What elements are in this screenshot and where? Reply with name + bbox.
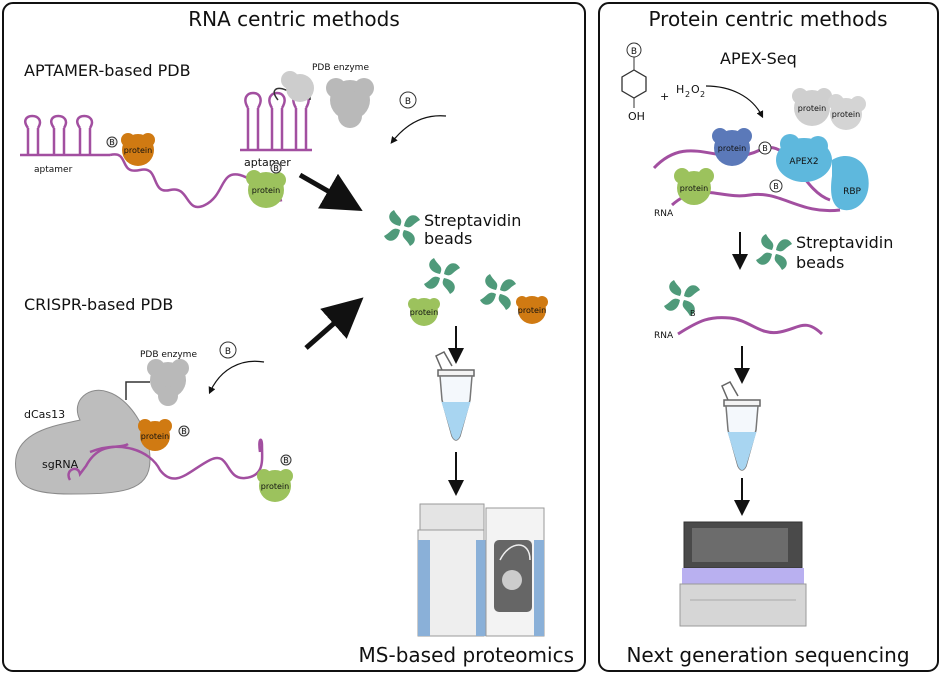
arrow-biotin-to-enzyme <box>390 115 447 144</box>
svg-text:B: B <box>283 456 289 465</box>
sgrna-label: sgRNA <box>42 458 79 471</box>
pdb-enzyme-crispr <box>125 359 189 406</box>
rna-label-captured: RNA <box>654 331 674 341</box>
svg-text:protein: protein <box>252 186 280 195</box>
biotin-small: B <box>690 309 696 318</box>
biotin-tag: B <box>758 141 772 155</box>
protein-green-apex: protein <box>674 168 714 205</box>
biotin-phenol-icon: B <box>621 42 647 108</box>
svg-text:B: B <box>109 138 115 147</box>
protein-green-crispr: protein <box>257 469 293 502</box>
beads-label-right-1: Streptavidin <box>796 233 893 252</box>
biotin-tag: B <box>280 454 292 466</box>
arrow-reagents <box>705 85 764 119</box>
biotin-free: B <box>399 91 417 109</box>
left-panel-title: RNA centric methods <box>188 7 400 31</box>
beads-label-line1: Streptavidin <box>424 211 521 230</box>
dcas13-label: dCas13 <box>24 408 65 421</box>
streptavidin-beads-icon <box>384 210 420 246</box>
crispr-rna-strand <box>89 438 264 480</box>
protein-orange-bound: protein <box>516 296 548 324</box>
reagent-sub-2: 2 <box>700 90 705 99</box>
biotin-tag: B <box>769 179 783 193</box>
pdb-enzyme-label-crispr: PDB enzyme <box>140 350 197 360</box>
biotin-tag: B <box>178 425 190 437</box>
svg-text:protein: protein <box>261 482 289 491</box>
svg-text:APEX2: APEX2 <box>789 157 818 167</box>
beads-label-right-2: beads <box>796 253 844 272</box>
biotin-tag: B <box>106 136 118 148</box>
beads-label-line2: beads <box>424 229 472 248</box>
tube-icon-right <box>721 381 761 471</box>
svg-text:B: B <box>773 182 779 191</box>
svg-text:B: B <box>405 97 411 107</box>
svg-text:protein: protein <box>718 144 746 153</box>
svg-text:RBP: RBP <box>843 187 861 197</box>
protein-orange-crispr: protein <box>138 419 172 451</box>
arrow-aptamer-to-beads <box>298 172 363 211</box>
biotin-free-crispr: B <box>219 341 237 359</box>
right-panel-title: Protein centric methods <box>648 7 887 31</box>
svg-text:protein: protein <box>141 432 169 441</box>
svg-text:protein: protein <box>680 184 708 193</box>
reagent-h: H <box>676 83 684 96</box>
gray-protein-cluster: protein protein <box>792 88 866 130</box>
right-panel-frame <box>598 2 939 672</box>
apex-seq-label: APEX-Seq <box>720 49 797 68</box>
aptamer-rna-left <box>20 91 312 209</box>
rbp-icon: RBP <box>831 155 869 211</box>
aptamer-section-title: APTAMER-based PDB <box>24 61 191 80</box>
oh-label: OH <box>628 110 645 123</box>
svg-text:B: B <box>181 427 187 436</box>
reagent-sub-1: 2 <box>685 90 690 99</box>
svg-text:protein: protein <box>798 104 826 113</box>
protein-green-aptamer: protein <box>246 170 286 208</box>
ms-output-label: MS-based proteomics <box>359 643 574 667</box>
reagent-o: O <box>691 83 700 96</box>
svg-text:B: B <box>762 144 768 153</box>
left-panel-frame <box>2 2 586 672</box>
streptavidin-bead-bound <box>424 258 460 294</box>
svg-text:protein: protein <box>518 306 546 315</box>
pdb-enzyme-label: PDB enzyme <box>312 63 369 73</box>
ngs-output-label: Next generation sequencing <box>626 643 909 667</box>
crispr-section-title: CRISPR-based PDB <box>24 295 173 314</box>
tube-icon <box>435 351 475 441</box>
protein-green-bound: protein <box>408 298 440 326</box>
arrow-biotin-to-enzyme-crispr <box>208 360 265 395</box>
protein-orange-aptamer: protein <box>121 133 155 166</box>
svg-text:B: B <box>273 164 279 173</box>
mass-spectrometer-icon <box>417 503 545 637</box>
protein-label: protein <box>124 146 152 155</box>
svg-text:protein: protein <box>832 110 860 119</box>
apex2-icon: APEX2 <box>776 134 832 182</box>
dcas13 <box>15 389 151 495</box>
rna-strand-captured <box>677 316 824 336</box>
reagent-plus: + <box>660 90 669 103</box>
pdb-enzyme-aptamer <box>273 71 374 128</box>
aptamer-label-left: aptamer <box>34 165 73 175</box>
biotin-tag: B <box>270 162 282 174</box>
svg-text:B: B <box>631 47 637 57</box>
svg-text:protein: protein <box>410 308 438 317</box>
svg-text:B: B <box>225 347 231 357</box>
aptamer-label-right: aptamer <box>244 156 291 169</box>
streptavidin-bead-bound <box>480 274 516 310</box>
sequencer-icon <box>679 521 807 627</box>
rna-label-apex: RNA <box>654 209 674 219</box>
arrow-crispr-to-beads <box>304 297 364 350</box>
protein-blue: protein <box>712 128 752 166</box>
streptavidin-beads-icon-right <box>756 234 792 270</box>
